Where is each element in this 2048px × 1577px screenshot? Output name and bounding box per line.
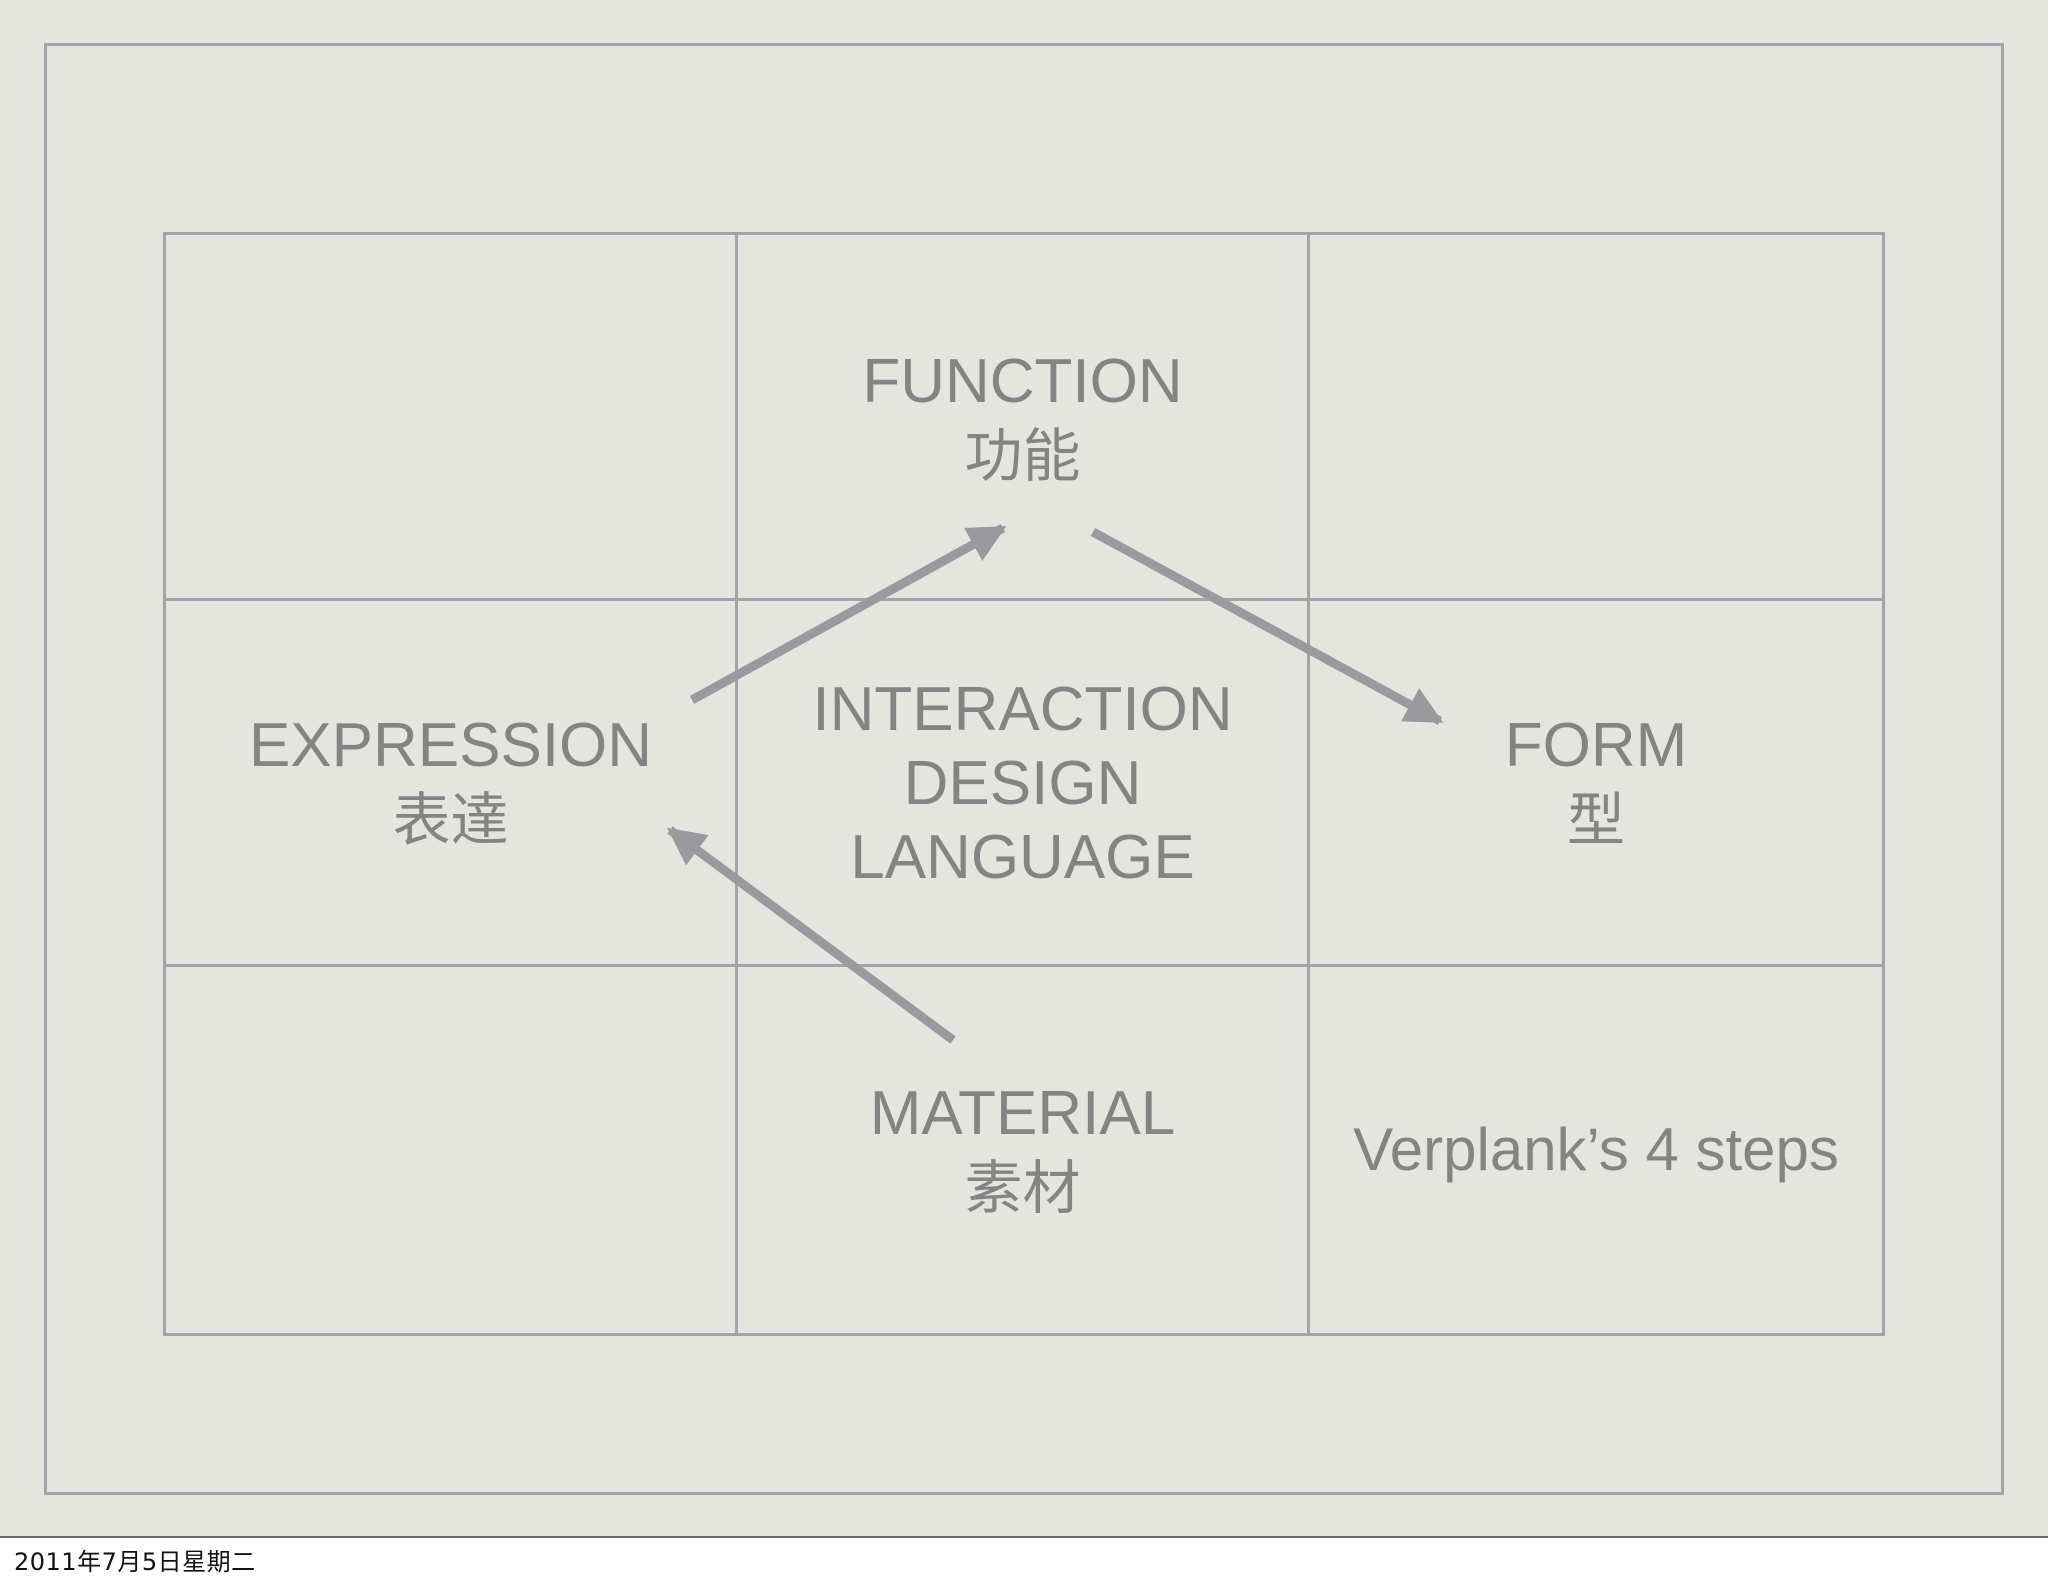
center-label-line-2: DESIGN: [903, 749, 1142, 818]
center-label-line-3: LANGUAGE: [850, 823, 1195, 892]
slide: FUNCTION 功能 EXPRESSION 表達 INTERACTION DE…: [0, 0, 2048, 1536]
form-label: FORM: [1504, 710, 1688, 780]
cell-bottom-left: [166, 967, 738, 1333]
cell-top-right: [1310, 235, 1882, 601]
footer-bar: 2011年7月5日星期二: [0, 1536, 2048, 1576]
cell-expression: EXPRESSION 表達: [166, 601, 738, 967]
expression-label-zh: 表達: [392, 785, 509, 854]
function-label: FUNCTION: [862, 347, 1183, 416]
expression-label: EXPRESSION: [248, 710, 653, 780]
cell-form: FORM 型: [1310, 601, 1882, 967]
cell-center: INTERACTION DESIGN LANGUAGE: [738, 601, 1310, 967]
diagram-grid: FUNCTION 功能 EXPRESSION 表達 INTERACTION DE…: [163, 232, 1885, 1336]
date-label: 2011年7月5日星期二: [14, 1548, 256, 1576]
center-label-line-1: INTERACTION: [812, 675, 1233, 744]
cell-material: MATERIAL 素材: [738, 967, 1310, 1333]
cell-function: FUNCTION 功能: [738, 235, 1310, 601]
material-label: MATERIAL: [869, 1079, 1176, 1148]
function-label-zh: 功能: [964, 422, 1081, 490]
form-label-zh: 型: [1566, 785, 1625, 854]
material-label-zh: 素材: [964, 1154, 1081, 1222]
center-label: INTERACTION DESIGN LANGUAGE: [738, 673, 1307, 895]
cell-caption: Verplank’s 4 steps: [1310, 967, 1882, 1333]
caption-text: Verplank’s 4 steps: [1353, 1116, 1839, 1183]
cell-top-left: [166, 235, 738, 601]
slide-frame: [44, 43, 2004, 1495]
